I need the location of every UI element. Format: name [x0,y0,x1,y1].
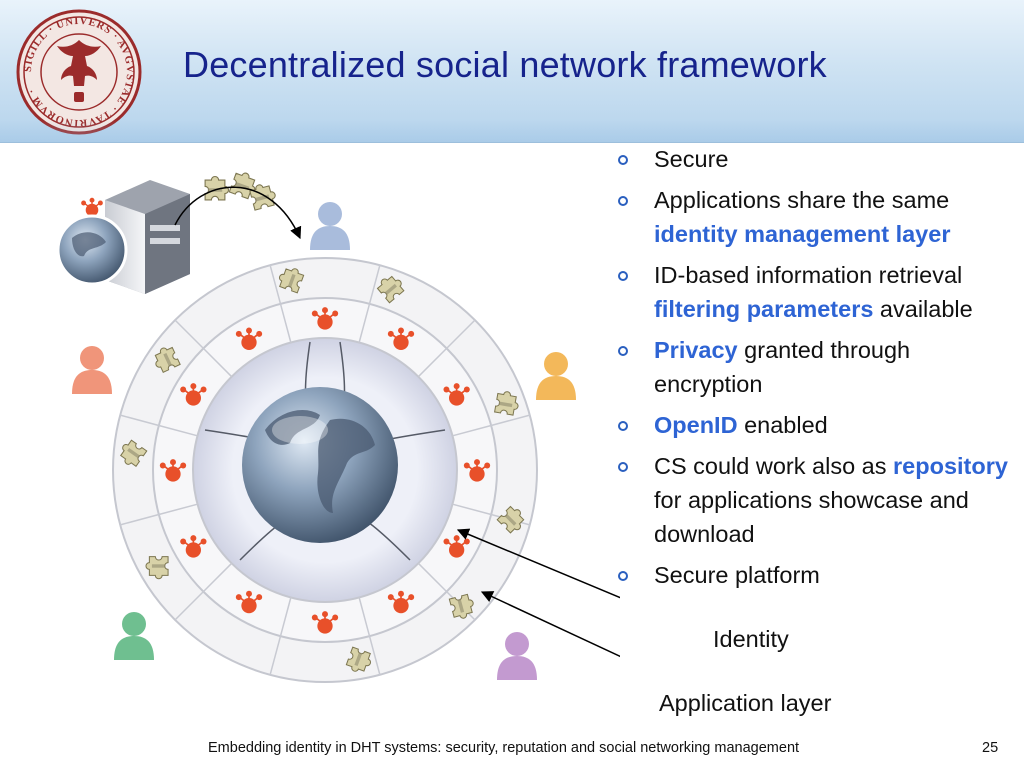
ring-divider [358,597,371,637]
identity-label: Identity [713,626,789,652]
ring-divider [417,562,448,593]
ring-divider [120,414,160,427]
bullet-highlight-text: filtering parameters [654,296,874,322]
ring-divider [279,597,292,637]
bullet-item: Secure platform [614,558,1019,592]
ring-divider [446,319,476,349]
bullet-item: Applications share the same identity man… [614,183,1019,251]
bullet-text: Applications share the same [654,187,950,213]
bullet-item: OpenID enabled [614,408,1019,442]
bullet-text: for applications showcase and download [654,487,969,547]
bullet-highlight-text: identity management layer [654,221,951,247]
bullet-item: CS could work also as repository for app… [614,449,1019,551]
ring-divider [490,414,530,427]
bullet-circle-icon [618,346,628,356]
ring-divider [452,503,492,516]
ring-divider [174,319,204,349]
ring-divider [368,635,381,675]
ring-divider [452,424,492,437]
page-number: 25 [982,740,999,756]
ring-divider [120,513,160,526]
ring-divider [202,562,233,593]
slide-header: SIGILL · UNIVERS · AVGVSTAE · TAVRINORVM… [0,0,1024,143]
bullet-highlight-text: Privacy [654,337,738,363]
bullet-text: CS could work also as [654,453,894,479]
server-icon [56,180,190,294]
framework-diagram [56,169,620,683]
application-layer-label: Application layer [659,690,832,716]
slide-title: Decentralized social network framework [183,44,827,85]
bullet-circle-icon [618,271,628,281]
bullet-circle-icon [618,462,628,472]
bullet-text: granted through encryption [654,337,911,397]
bullet-circle-icon [618,571,628,581]
bullet-text: enabled [737,412,828,438]
bullet-text: available [873,296,973,322]
bullet-item: ID-based information retrieval filtering… [614,258,1019,326]
puzzle-piece-icon [145,556,169,580]
ring-divider [174,591,204,621]
bullet-highlight-text: repository [893,453,1008,479]
bullet-text: ID-based information retrieval [654,262,963,288]
globe-icon [242,387,398,543]
bullet-item: Secure [614,142,1019,176]
bullet-circle-icon [618,155,628,165]
ring-divider [202,347,233,378]
ring-divider [269,265,282,305]
footer-text: Embedding identity in DHT systems: secur… [208,740,800,756]
bullet-text: Secure platform [654,562,820,588]
bullet-circle-icon [618,421,628,431]
bullet-item: Privacy granted through encryption [614,333,1019,401]
ring-divider [269,635,282,675]
ring-divider [279,303,292,343]
ring-divider [368,265,381,305]
bullet-circle-icon [618,196,628,206]
ring-divider [158,503,198,516]
ring-divider [417,347,448,378]
university-seal-icon: SIGILL · UNIVERS · AVGVSTAE · TAVRINORVM… [16,9,142,135]
bullet-highlight-text: OpenID [654,412,738,438]
ring-divider [358,303,371,343]
ring-divider [158,424,198,437]
bullet-text: Secure [654,146,729,172]
